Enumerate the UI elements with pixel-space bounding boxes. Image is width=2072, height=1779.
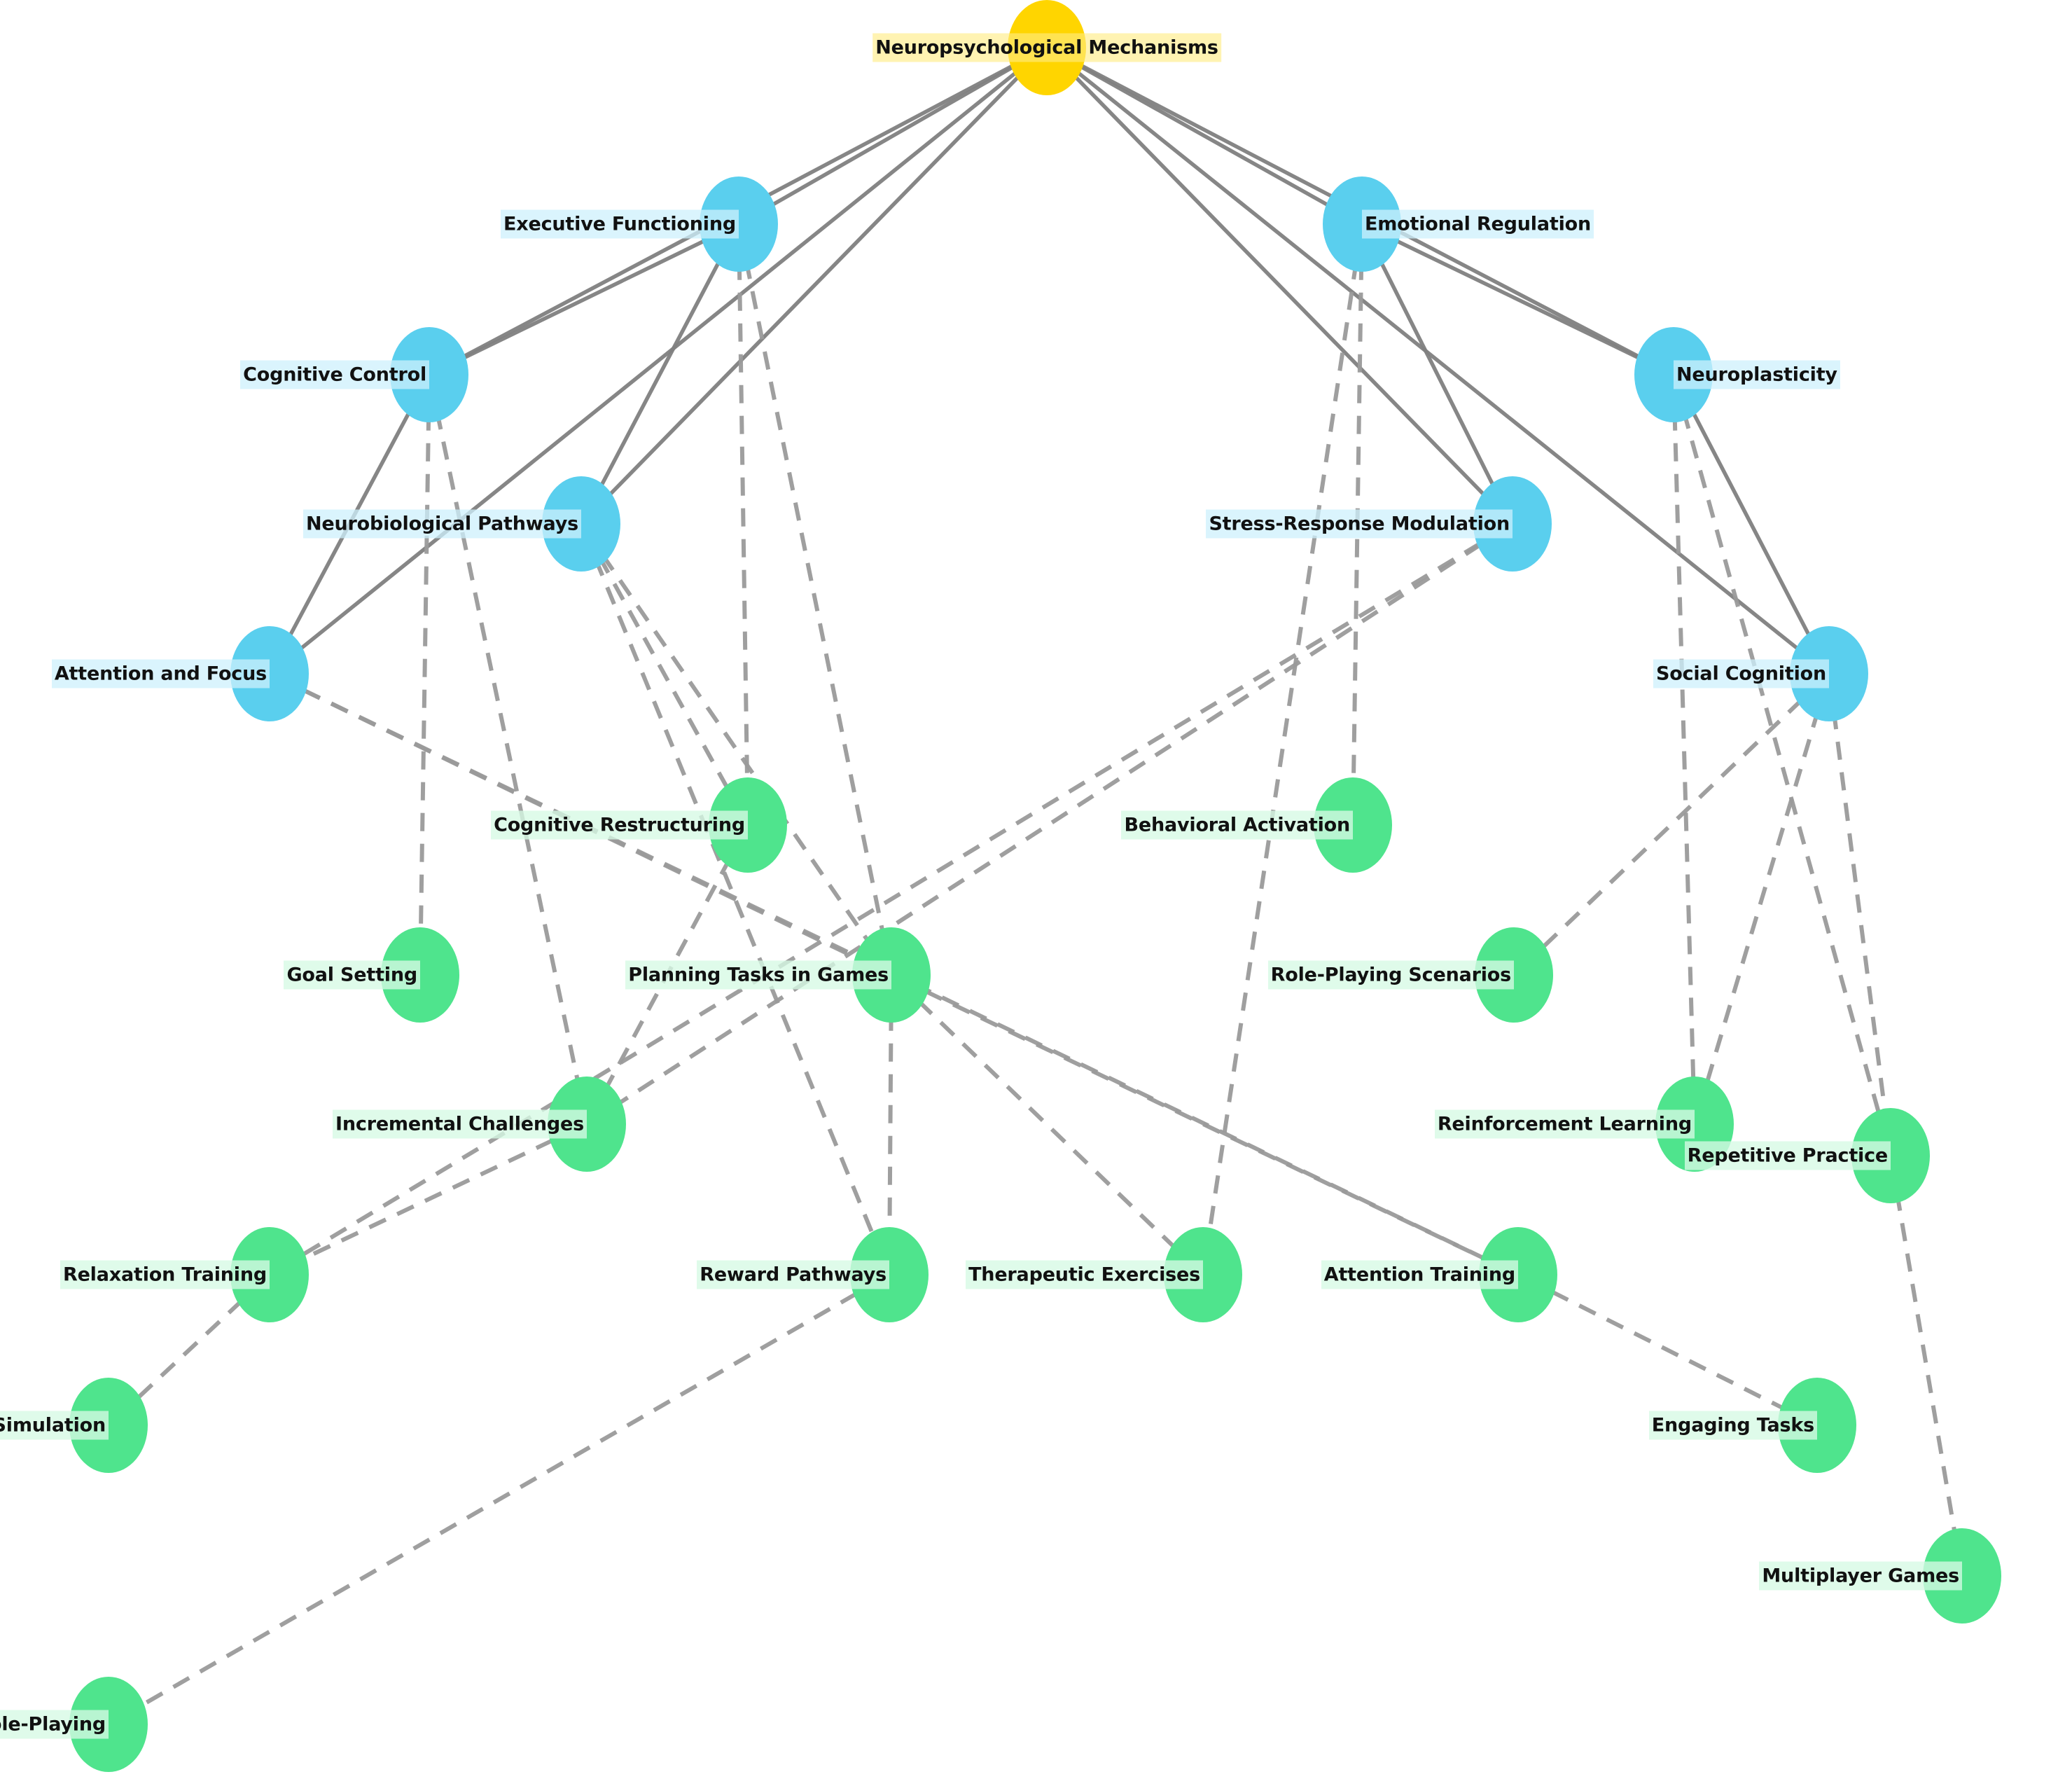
graph-edge-cognitive-control--incremental-challenges — [435, 410, 581, 1088]
graph-node-repetitive-practice[interactable]: Repetitive Practice — [1684, 1108, 1930, 1203]
graph-edge-neurobiological-pathways--planning-tasks-in-games — [600, 553, 872, 946]
node-label-cognitive-restructuring: Cognitive Restructuring — [491, 810, 748, 840]
node-label-relaxation-training: Relaxation Training — [60, 1260, 270, 1289]
node-label-behavioral-activation: Behavioral Activation — [1121, 810, 1353, 840]
node-label-reinforcement-learning: Reinforcement Learning — [1434, 1109, 1695, 1139]
node-label-goal-setting: Goal Setting — [284, 960, 420, 990]
node-label-neuropsychological-mechanisms: Neuropsychological Mechanisms — [872, 33, 1221, 62]
graph-node-attention-training[interactable]: Attention Training — [1321, 1227, 1557, 1322]
node-label-therapeutic-exercises: Therapeutic Exercises — [966, 1260, 1203, 1289]
node-label-neuroplasticity: Neuroplasticity — [1674, 360, 1840, 389]
node-label-neurobiological-pathways: Neurobiological Pathways — [303, 509, 581, 539]
graph-edge-relaxation-training--stress-simulation — [134, 1299, 244, 1401]
graph-edge-executive-functioning--cognitive-restructuring — [737, 261, 750, 788]
graph-node-neurobiological-pathways[interactable]: Neurobiological Pathways — [303, 476, 620, 572]
node-label-planning-tasks-in-games: Planning Tasks in Games — [625, 960, 891, 990]
node-label-engaging-tasks: Engaging Tasks — [1648, 1411, 1817, 1440]
graph-node-emotional-regulation[interactable]: Emotional Regulation — [1323, 176, 1594, 272]
graph-node-planning-tasks-in-games[interactable]: Planning Tasks in Games — [625, 927, 931, 1023]
graph-edge-neuroplasticity--social-cognition — [1689, 407, 1814, 642]
graph-node-executive-functioning[interactable]: Executive Functioning — [501, 176, 778, 272]
graph-node-behavioral-activation[interactable]: Behavioral Activation — [1121, 777, 1392, 873]
graph-node-attention-and-focus[interactable]: Attention and Focus — [51, 626, 309, 721]
graph-edge-neurobiological-pathways--cognitive-restructuring — [597, 555, 732, 794]
graph-edge-emotional-regulation--neuroplasticity — [1395, 238, 1641, 361]
graph-node-stress-response-modulation[interactable]: Stress-Response Modulation — [1206, 476, 1552, 572]
node-label-attention-and-focus: Attention and Focus — [51, 659, 270, 688]
graph-edge-repetitive-practice--multiplayer-games — [1895, 1192, 1958, 1539]
graph-edge-attention-training--engaging-tasks — [1550, 1289, 1785, 1411]
graph-edge-executive-functioning--neurobiological-pathways — [597, 256, 723, 492]
graph-node-role-playing-scenarios[interactable]: Role-Playing Scenarios — [1267, 927, 1553, 1023]
node-label-stress-simulation: Stress Simulation — [0, 1411, 109, 1440]
graph-node-incremental-challenges[interactable]: Incremental Challenges — [333, 1077, 626, 1172]
graph-edge-planning-tasks-in-games--reward-pathways — [887, 1012, 894, 1238]
node-label-incremental-challenges: Incremental Challenges — [333, 1109, 587, 1139]
graph-node-neuropsychological-mechanisms[interactable]: Neuropsychological Mechanisms — [872, 0, 1221, 95]
node-label-role-playing: Role-Playing — [0, 1710, 109, 1739]
graph-node-cognitive-control[interactable]: Cognitive Control — [240, 327, 468, 422]
graph-node-neuroplasticity[interactable]: Neuroplasticity — [1634, 327, 1840, 422]
graph-node-multiplayer-games[interactable]: Multiplayer Games — [1759, 1528, 2001, 1624]
node-label-multiplayer-games: Multiplayer Games — [1759, 1561, 1962, 1591]
graph-edge-executive-functioning--planning-tasks-in-games — [744, 261, 886, 939]
node-label-cognitive-control: Cognitive Control — [240, 360, 429, 389]
graph-edge-neuroplasticity--reinforcement-learning — [1672, 412, 1696, 1087]
node-label-attention-training: Attention Training — [1321, 1260, 1518, 1289]
node-label-social-cognition: Social Cognition — [1653, 659, 1829, 688]
graph-edge-emotional-regulation--stress-response-modulation — [1377, 256, 1498, 492]
graph-node-stress-simulation[interactable]: Stress Simulation — [0, 1378, 148, 1473]
graph-edge-cognitive-control--goal-setting — [418, 412, 431, 938]
graph-edge-planning-tasks-in-games--therapeutic-exercises — [917, 999, 1178, 1250]
graph-node-therapeutic-exercises[interactable]: Therapeutic Exercises — [966, 1227, 1242, 1322]
graph-edge-neuropsychological-mechanisms--neurobiological-pathways — [606, 73, 1022, 499]
graph-edge-neuropsychological-mechanisms--executive-functioning — [770, 64, 1015, 207]
graph-edge-neuropsychological-mechanisms--emotional-regulation — [1078, 64, 1330, 208]
graph-node-role-playing[interactable]: Role-Playing — [0, 1677, 148, 1772]
graph-edge-stress-response-modulation--incremental-challenges — [617, 542, 1482, 1106]
graph-edge-social-cognition--role-playing-scenarios — [1539, 698, 1804, 951]
graph-edge-social-cognition--repetitive-practice — [1831, 710, 1889, 1119]
node-label-reward-pathways: Reward Pathways — [697, 1260, 889, 1289]
graph-node-reward-pathways[interactable]: Reward Pathways — [697, 1227, 929, 1322]
graph-edge-neuroplasticity--repetitive-practice — [1681, 410, 1883, 1121]
graph-node-engaging-tasks[interactable]: Engaging Tasks — [1648, 1378, 1856, 1473]
graph-edge-neuropsychological-mechanisms--attention-and-focus — [298, 69, 1019, 652]
graph-edge-emotional-regulation--therapeutic-exercises — [1207, 261, 1358, 1238]
graph-edge-incremental-challenges--relaxation-training — [303, 1138, 554, 1261]
node-label-emotional-regulation: Emotional Regulation — [1362, 209, 1594, 239]
graph-node-relaxation-training[interactable]: Relaxation Training — [60, 1227, 309, 1322]
graph-node-goal-setting[interactable]: Goal Setting — [284, 927, 459, 1023]
graph-edge-reward-pathways--role-playing — [140, 1292, 858, 1708]
graph-edge-executive-functioning--cognitive-control — [462, 239, 706, 360]
graph-node-social-cognition[interactable]: Social Cognition — [1653, 626, 1868, 721]
graph-edge-social-cognition--reinforcement-learning — [1703, 709, 1821, 1089]
graph-node-cognitive-restructuring[interactable]: Cognitive Restructuring — [491, 777, 787, 873]
graph-edge-neuropsychological-mechanisms--stress-response-modulation — [1071, 73, 1488, 499]
node-label-repetitive-practice: Repetitive Practice — [1684, 1141, 1891, 1170]
graph-edge-planning-tasks-in-games--attention-training — [924, 989, 1485, 1261]
node-label-executive-functioning: Executive Functioning — [501, 209, 739, 239]
node-label-stress-response-modulation: Stress-Response Modulation — [1206, 509, 1513, 539]
node-label-role-playing-scenarios: Role-Playing Scenarios — [1267, 960, 1514, 990]
